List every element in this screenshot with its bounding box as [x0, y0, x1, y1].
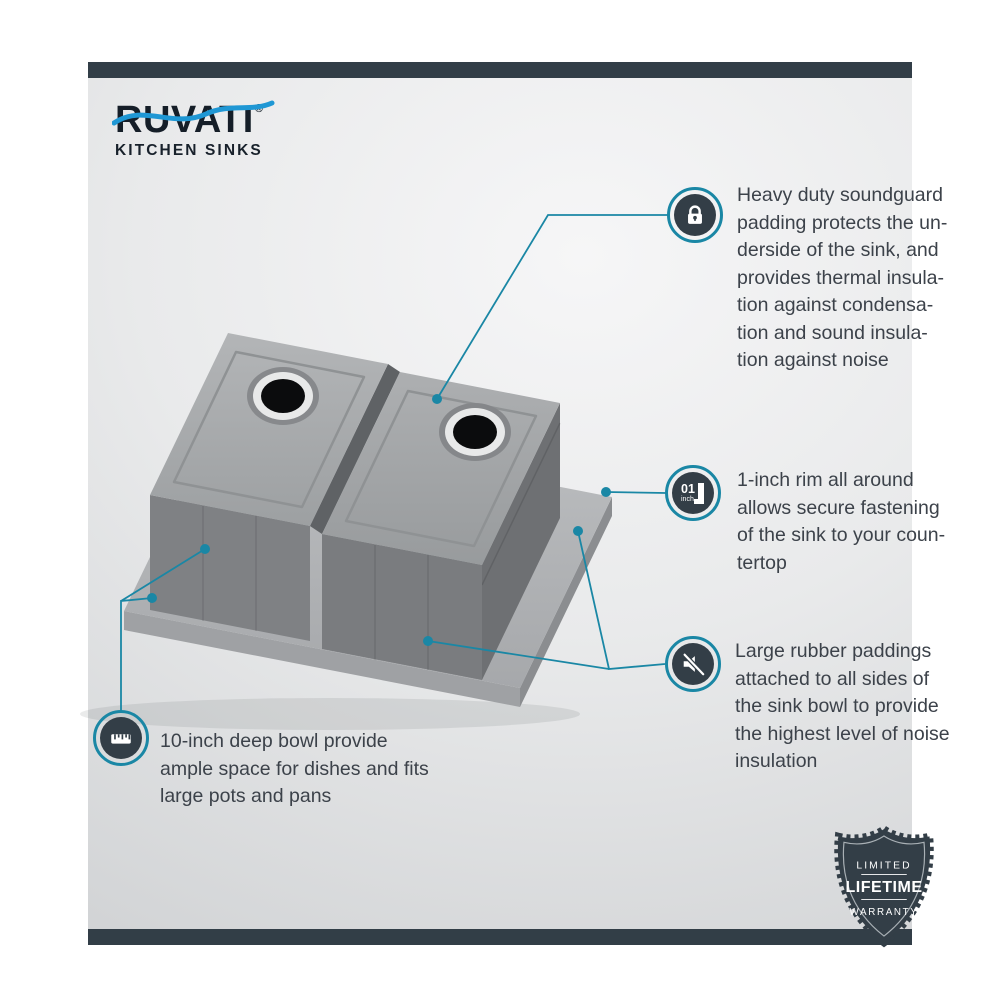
- depth-callout-text: 10-inch deep bowl provide ample space fo…: [160, 730, 429, 807]
- rim-callout-icon: 01 inch: [665, 465, 721, 521]
- svg-text:01: 01: [681, 482, 695, 496]
- brand-tagline: KITCHEN SINKS: [115, 142, 263, 159]
- padding-callout-icon: [665, 636, 721, 692]
- soundguard-callout-text: Heavy duty soundguard padding protects t…: [737, 184, 948, 371]
- brand-logo: RUVATI® KITCHEN SINKS: [112, 90, 275, 160]
- rim-callout-text: 1-inch rim all around allows secure fast…: [737, 469, 946, 574]
- warranty-badge: LIMITED LIFETIME WARRANTY: [834, 826, 934, 948]
- soundguard-callout-icon: [667, 187, 723, 243]
- badge-shield: [837, 829, 931, 943]
- top-accent-bar: [88, 62, 912, 78]
- svg-text:inch: inch: [681, 496, 694, 503]
- badge-inner-line: [842, 835, 926, 937]
- bottom-accent-bar: [88, 929, 912, 945]
- lock-icon: [674, 194, 716, 236]
- padding-callout-text: Large rubber paddings attached to all si…: [735, 640, 950, 772]
- badge-limited: LIMITED: [856, 860, 911, 871]
- depth-callout-icon: [93, 710, 149, 766]
- badge-warranty: WARRANTY: [849, 907, 918, 918]
- depth-ruler-icon: [100, 717, 142, 759]
- brand-name: RUVATI: [115, 99, 254, 141]
- badge-lifetime: LIFETIME: [845, 878, 922, 896]
- inch-rim-icon: 01 inch: [672, 472, 714, 514]
- registered-mark: ®: [254, 103, 264, 115]
- muted-speaker-icon: [672, 643, 714, 685]
